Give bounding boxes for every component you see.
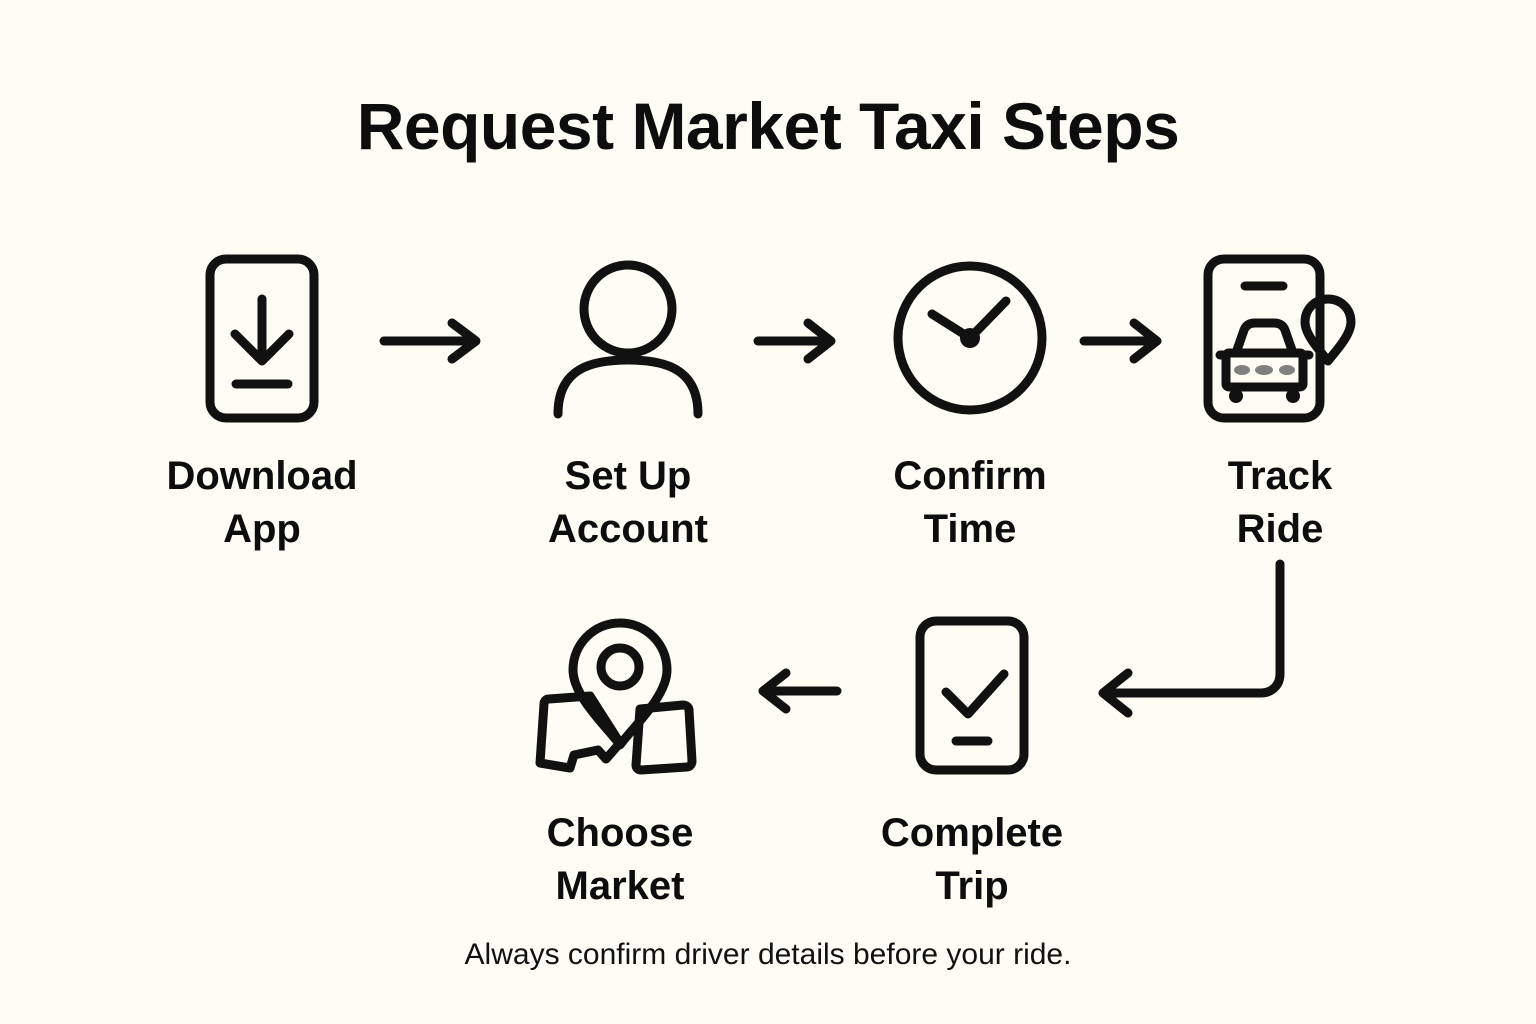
step-track-ride: Track Ride — [1150, 248, 1410, 556]
step-label: Track Ride — [1227, 454, 1333, 552]
step-confirm-time: Confirm Time — [840, 248, 1100, 556]
step-set-up-account: Set Up Account — [498, 248, 758, 556]
arrow-time-to-track — [1078, 318, 1168, 364]
step-label: Complete Trip — [880, 811, 1064, 909]
map-pin-icon — [490, 605, 750, 785]
page-title: Request Market Taxi Steps — [356, 89, 1180, 163]
step-choose-market: Choose Market — [490, 605, 750, 913]
clock-icon — [840, 248, 1100, 428]
step-download-app: Download App — [132, 248, 392, 556]
person-icon — [498, 248, 758, 428]
footer-note: Always confirm driver details before you… — [464, 938, 1072, 971]
step-complete-trip: Complete Trip — [842, 605, 1102, 913]
step-label: Choose Market — [546, 811, 694, 909]
step-label: Confirm Time — [893, 454, 1047, 552]
phone-car-pin-icon — [1150, 248, 1410, 428]
arrow-download-to-account — [378, 318, 488, 364]
arrow-complete-to-market — [752, 668, 847, 714]
step-label: Download App — [166, 454, 358, 552]
phone-download-icon — [132, 248, 392, 428]
phone-check-icon — [842, 605, 1102, 785]
step-label: Set Up Account — [548, 454, 708, 552]
arrow-account-to-time — [752, 318, 842, 364]
arrow-track-to-complete — [1078, 548, 1298, 718]
